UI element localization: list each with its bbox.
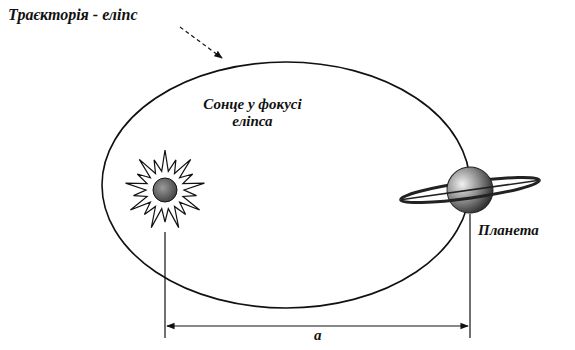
extension-line	[164, 232, 165, 338]
dimension-label: a	[314, 327, 322, 344]
sun-label: Сонце у фокусі еліпса	[190, 96, 315, 131]
sun-symbol	[126, 150, 205, 228]
orbit-ellipse	[102, 62, 470, 308]
extension-line	[469, 214, 470, 338]
sun-core	[153, 178, 177, 202]
dimension-line	[167, 325, 468, 326]
leader-arrow	[180, 27, 222, 58]
sun-rays	[126, 150, 205, 228]
planet-label: Планета	[478, 222, 568, 239]
planet-symbol	[397, 157, 542, 222]
callout-label: Траєкторія - еліпс	[8, 6, 208, 24]
